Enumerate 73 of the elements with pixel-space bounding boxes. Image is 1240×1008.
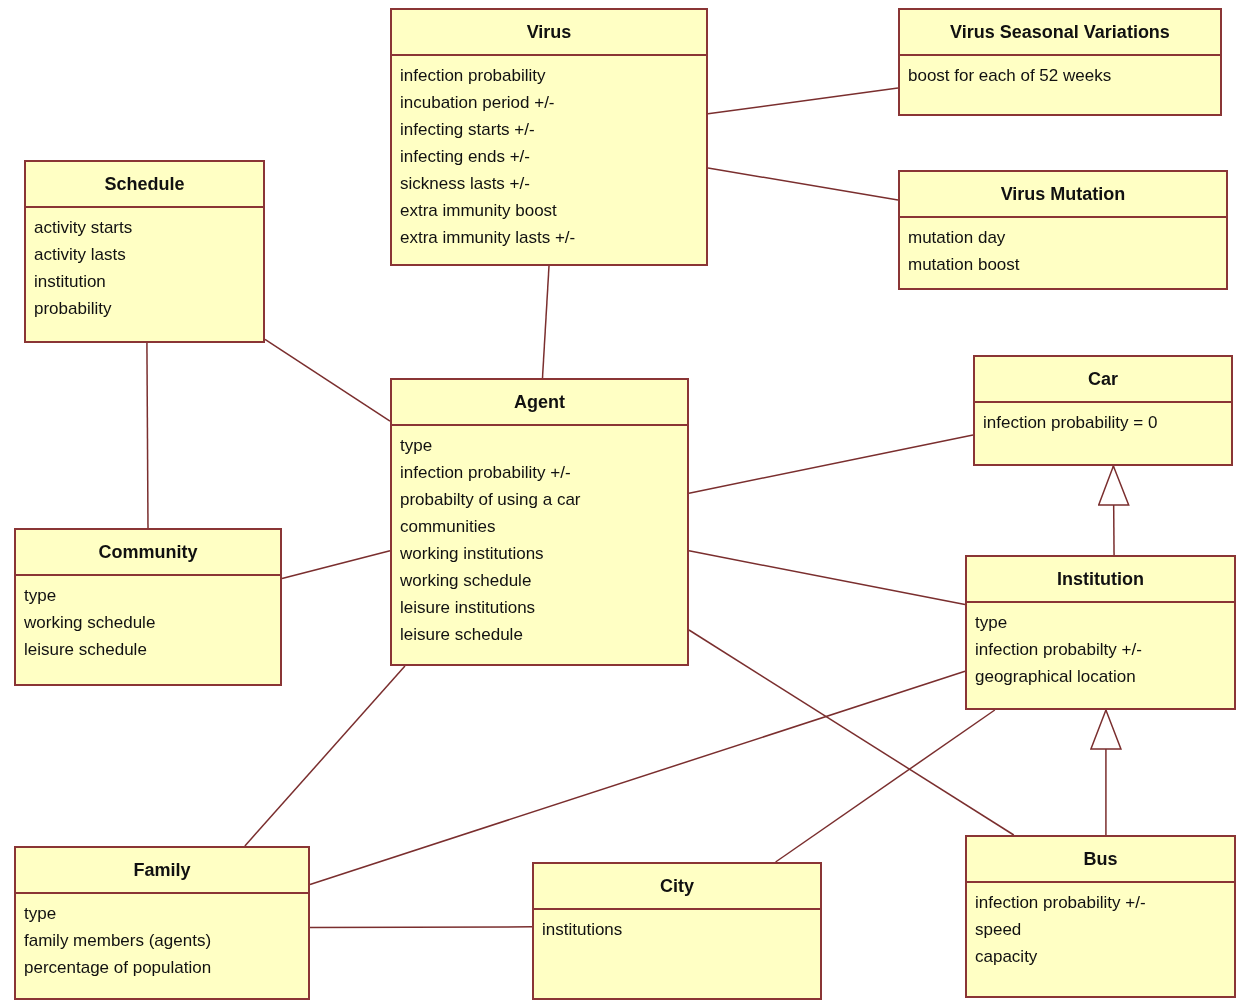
attribute-text: infecting ends +/- [400,146,531,168]
attribute-text: institution [34,271,107,293]
class-box [390,378,689,666]
attribute-text: incubation period +/- [400,92,556,114]
class-box [965,835,1236,998]
association-line [309,670,966,886]
attribute-text: working institutions [400,543,545,565]
class-box [965,555,1236,710]
attribute-text: mutation day [908,227,1007,249]
association-line [688,550,966,606]
attribute-text: infection probability = 0 [983,412,1159,434]
class-name: Agent [392,380,687,426]
association-line [688,629,1015,836]
attribute-text: type [24,903,58,925]
class-name: Virus Mutation [900,172,1226,218]
attribute-text: communities [400,516,497,538]
attribute-text: geographical location [975,666,1137,688]
class-name: Bus [967,837,1234,883]
association-line [244,665,406,847]
attribute-text: sickness lasts +/- [400,173,531,195]
class-box [898,170,1228,290]
association-line [146,342,149,529]
attribute-text: boost for each of 52 weeks [908,65,1113,87]
association-line [688,434,974,494]
attribute-text: activity lasts [34,244,127,266]
attribute-text: leisure schedule [24,639,148,661]
attribute-text: infecting starts +/- [400,119,536,141]
attribute-text: leisure schedule [400,624,524,646]
attribute-text: leisure institutions [400,597,537,619]
generalization-arrow [1097,465,1130,556]
attribute-text: probabilty of using a car [400,489,582,511]
class-box [532,862,822,1000]
association-line [309,926,533,929]
attribute-text: infection probability [400,65,547,87]
attribute-text: institutions [542,919,624,941]
association-line [541,265,550,379]
association-line [264,338,391,422]
association-line [707,167,899,201]
class-name: Community [16,530,280,576]
attribute-text: type [400,435,434,457]
association-line [281,550,391,580]
attribute-text: infection probability +/- [975,892,1147,914]
association-line [774,709,996,863]
attribute-text: mutation boost [908,254,1021,276]
attribute-text: infection probabilty +/- [975,639,1143,661]
class-name: Family [16,848,308,894]
attribute-text: type [24,585,58,607]
class-name: City [534,864,820,910]
attribute-text: working schedule [24,612,157,634]
association-line [707,87,899,115]
class-box [14,528,282,686]
class-box [24,160,265,343]
attribute-text: extra immunity lasts +/- [400,227,577,249]
class-box [390,8,708,266]
attribute-text: extra immunity boost [400,200,558,222]
attribute-text: percentage of population [24,957,213,979]
attribute-text: family members (agents) [24,930,213,952]
class-box [14,846,310,1000]
class-name: Car [975,357,1231,403]
class-box [898,8,1222,116]
class-box [973,355,1233,466]
attribute-text: activity starts [34,217,134,239]
attribute-text: capacity [975,946,1039,968]
class-name: Virus [392,10,706,56]
class-name: Schedule [26,162,263,208]
attribute-text: infection probability +/- [400,462,572,484]
attribute-text: type [975,612,1009,634]
attribute-text: speed [975,919,1023,941]
attribute-text: probability [34,298,113,320]
class-name: Virus Seasonal Variations [900,10,1220,56]
class-name: Institution [967,557,1234,603]
generalization-arrow [1090,709,1122,836]
attribute-text: working schedule [400,570,533,592]
